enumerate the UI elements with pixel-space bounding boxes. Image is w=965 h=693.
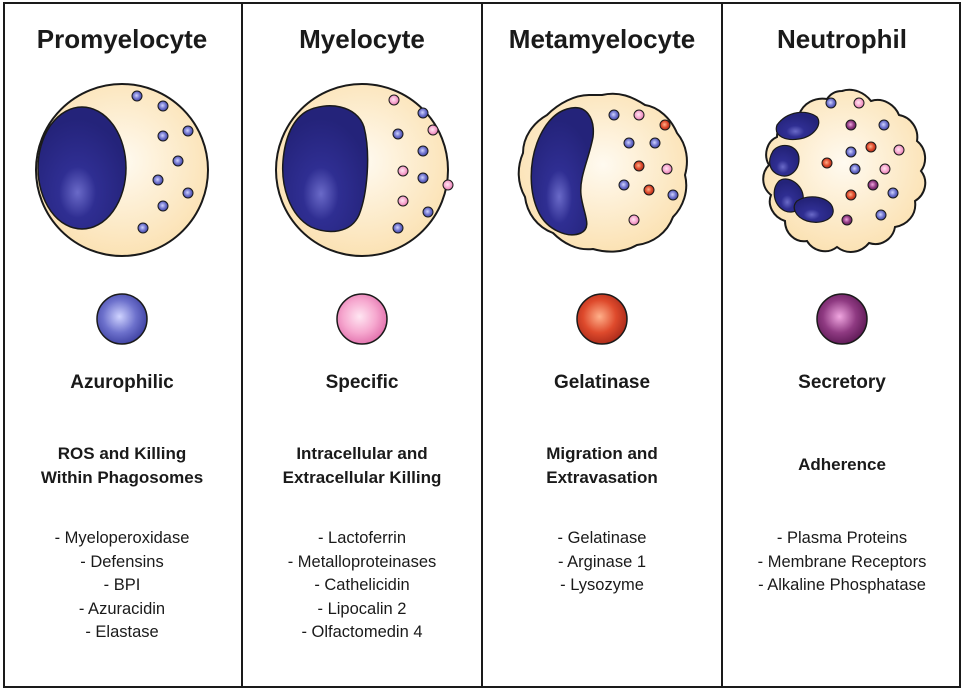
granule-type-label: Specific [325,372,399,393]
granule-type-label: Secretory [798,372,886,393]
function-line: Extravasation [546,468,658,487]
granule-function: Migration and Extravasation [483,442,721,490]
column-promyelocyte: Promyelocyte Azurophilic ROS and Killing… [3,0,241,693]
promyelocyte-cell-illustration [35,83,209,257]
list-item: - Lactoferrin [317,529,407,547]
gelatinase-granule-icon [576,293,628,345]
granule-type-label: Gelatinase [553,372,651,393]
column-neutrophil: Neutrophil Secretory Adherence - Plasma … [723,0,961,693]
granule-function: ROS and Killing Within Phagosomes [3,442,241,490]
list-item: - Elastase [85,623,159,641]
column-divider [481,2,483,688]
list-item: - Plasma Proteins [776,529,908,547]
column-myelocyte: Myelocyte Specific Intracellular and Ext… [243,0,481,693]
granule-function: Adherence [723,453,961,477]
azurophilic-granule-icon [96,293,148,345]
list-item: - Membrane Receptors [757,552,927,571]
specific-granule-icon [336,293,388,345]
function-line: Adherence [798,455,886,474]
list-item: - BPI [103,576,141,594]
list-item: - Gelatinase [557,529,647,547]
function-line: Extracellular Killing [282,468,442,487]
neutrophil-cell-illustration [762,88,927,253]
list-item: - Cathelicidin [314,576,410,594]
granule-contents-list: - Myeloperoxidase - Defensins - BPI - Az… [3,527,241,645]
list-item: - Olfactomedin 4 [301,623,423,641]
granule-contents-list: - Lactoferrin - Metalloproteinases - Cat… [243,527,481,645]
cell-stage-title: Metamyelocyte [508,24,696,54]
list-item: - Lipocalin 2 [317,599,407,618]
column-metamyelocyte: Metamyelocyte Gelatinase Migration and E… [483,0,721,693]
metamyelocyte-cell-illustration [517,92,688,253]
granule-type-label: Azurophilic [70,372,174,393]
list-item: - Azuracidin [78,599,166,618]
function-line: Within Phagosomes [40,468,204,487]
list-item: - Myeloperoxidase [54,529,190,547]
function-line: Intracellular and [296,444,428,463]
function-line: ROS and Killing [57,444,187,463]
list-item: - Lysozyme [560,576,644,594]
myelocyte-cell-illustration [275,83,454,257]
list-item: - Arginase 1 [557,552,647,571]
cell-stage-title: Promyelocyte [36,24,208,54]
cell-stage-title: Myelocyte [299,24,425,54]
granule-contents-list: - Gelatinase - Arginase 1 - Lysozyme [483,527,721,598]
column-divider [241,2,243,688]
list-item: - Alkaline Phosphatase [758,576,926,594]
function-line: Migration and [546,444,658,463]
column-divider [721,2,723,688]
list-item: - Metalloproteinases [287,552,437,571]
cell-stage-title: Neutrophil [777,24,907,54]
granule-contents-list: - Plasma Proteins - Membrane Receptors -… [723,527,961,598]
list-item: - Defensins [80,552,164,571]
granule-function: Intracellular and Extracellular Killing [243,442,481,490]
secretory-granule-icon [816,293,868,345]
